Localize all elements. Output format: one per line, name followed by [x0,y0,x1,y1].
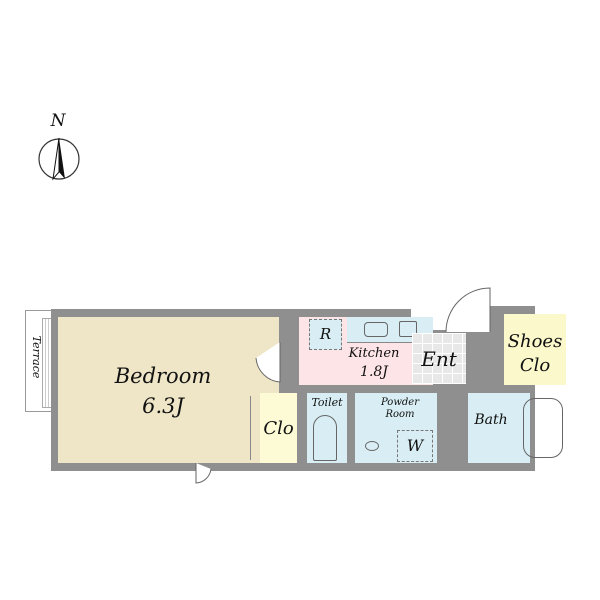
kitchen-label: Kitchen [348,346,400,361]
washbasin-icon [365,441,379,451]
closet: Clo [260,393,297,463]
bathtub-icon [523,398,563,458]
north-arrow-icon [38,137,80,181]
compass: N [36,112,82,184]
washer-space: W [397,430,433,462]
terrace-label: Terrace [30,335,44,379]
bedroom: Bedroom 6.3J [58,317,279,463]
bedroom-label: Bedroom [114,364,212,388]
toilet-room: Toilet [307,393,347,463]
bedroom-size: 6.3J [142,394,184,418]
shoes-closet: Shoes Clo [504,314,566,385]
entrance-label: Ent [421,347,457,371]
sink-icon [364,322,388,337]
front-door-icon[interactable] [442,284,494,334]
kitchen-size: 1.8J [360,364,388,380]
refrigerator-label: R [319,325,332,343]
balcony-door-icon[interactable] [194,463,214,485]
powder-room-label-2: Room [385,409,415,420]
toilet-icon [313,415,337,461]
compass-north-label: N [50,111,66,131]
closet-label: Clo [263,418,294,439]
bath-label: Bath [474,412,508,428]
shoes-closet-label: Shoes [507,331,563,352]
refrigerator: R [309,319,342,350]
bedroom-door-icon[interactable] [254,340,282,384]
stove-icon [399,321,417,337]
shoes-closet-label-2: Clo [519,355,551,376]
powder-room-label: Powder [380,397,419,408]
bathroom: Bath [468,393,530,463]
toilet-label: Toilet [311,396,343,409]
entrance: Ent [412,333,466,384]
closet-door[interactable] [250,396,259,460]
washer-label: W [406,436,424,455]
powder-room: Powder Room [355,393,437,463]
